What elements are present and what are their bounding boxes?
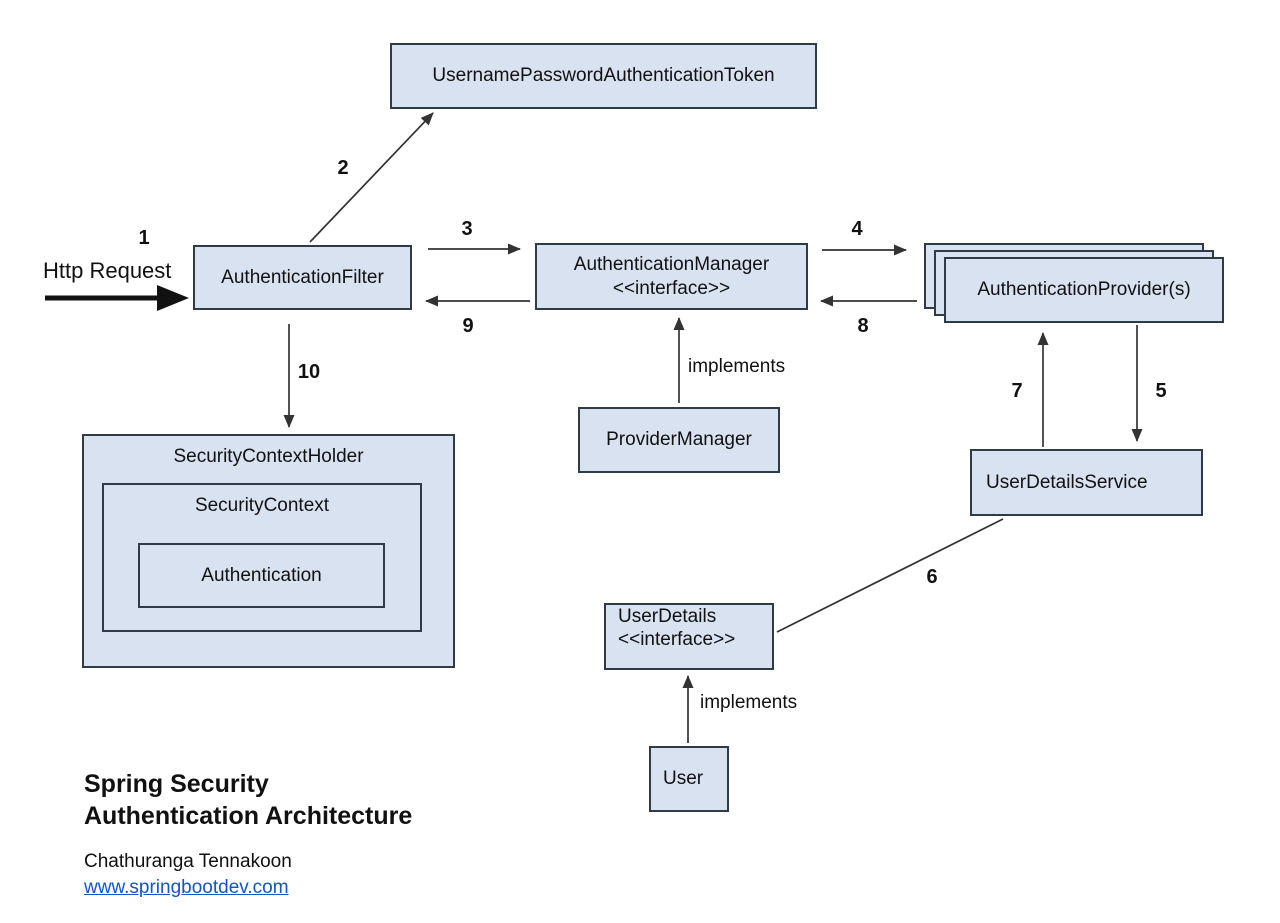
- step-2-label: 2: [337, 157, 349, 179]
- node-label: ProviderManager: [606, 429, 752, 451]
- diagram-title-line2: Authentication Architecture: [84, 802, 413, 830]
- step-3-label: 3: [461, 218, 473, 240]
- author-name: Chathuranga Tennakoon: [84, 851, 292, 872]
- node-user-details: UserDetails <<interface>>: [604, 603, 774, 670]
- implements-manager-label: implements: [688, 356, 786, 377]
- step-5-label: 5: [1155, 380, 1167, 402]
- node-authentication-filter: AuthenticationFilter: [193, 245, 412, 310]
- node-label: UserDetailsService: [986, 471, 1148, 493]
- node-authentication-providers: AuthenticationProvider(s): [944, 257, 1224, 323]
- node-label: AuthenticationFilter: [221, 266, 384, 288]
- node-authentication-providers-stack: AuthenticationProvider(s): [924, 243, 1226, 325]
- step-9-label: 9: [462, 315, 474, 337]
- node-label: SecurityContext: [194, 495, 330, 516]
- step-6-label: 6: [926, 566, 938, 588]
- diagram-title: Spring Security Authentication Architect…: [84, 768, 412, 832]
- node-provider-manager: ProviderManager: [578, 407, 780, 473]
- step-7-label: 7: [1011, 380, 1023, 402]
- node-label: AuthenticationManager: [573, 254, 770, 276]
- node-authentication-manager: AuthenticationManager <<interface>>: [535, 243, 808, 310]
- http-request-label: Http Request: [43, 258, 172, 283]
- step-4-label: 4: [851, 218, 863, 240]
- node-user: User: [649, 746, 729, 812]
- step-8-label: 8: [857, 315, 869, 337]
- node-label: SecurityContextHolder: [173, 446, 364, 467]
- node-label: UserDetails: [618, 606, 717, 627]
- node-authentication: Authentication: [138, 543, 385, 608]
- edge-step6: [776, 518, 1004, 633]
- node-stereotype: <<interface>>: [618, 629, 736, 651]
- node-label: Authentication: [201, 564, 322, 586]
- node-label: UsernamePasswordAuthenticationToken: [432, 65, 775, 87]
- implements-user-label: implements: [700, 692, 798, 713]
- website-link[interactable]: www.springbootdev.com: [84, 877, 289, 898]
- node-label: User: [663, 768, 704, 790]
- node-label: AuthenticationProvider(s): [977, 279, 1191, 301]
- node-user-details-service: UserDetailsService: [970, 449, 1203, 516]
- step-1-label: 1: [138, 227, 150, 249]
- node-username-password-authentication-token: UsernamePasswordAuthenticationToken: [390, 43, 817, 109]
- step-10-label: 10: [297, 361, 321, 383]
- edge-step2: [309, 112, 434, 243]
- node-stereotype: <<interface>>: [612, 277, 731, 299]
- diagram-title-line1: Spring Security: [84, 770, 269, 798]
